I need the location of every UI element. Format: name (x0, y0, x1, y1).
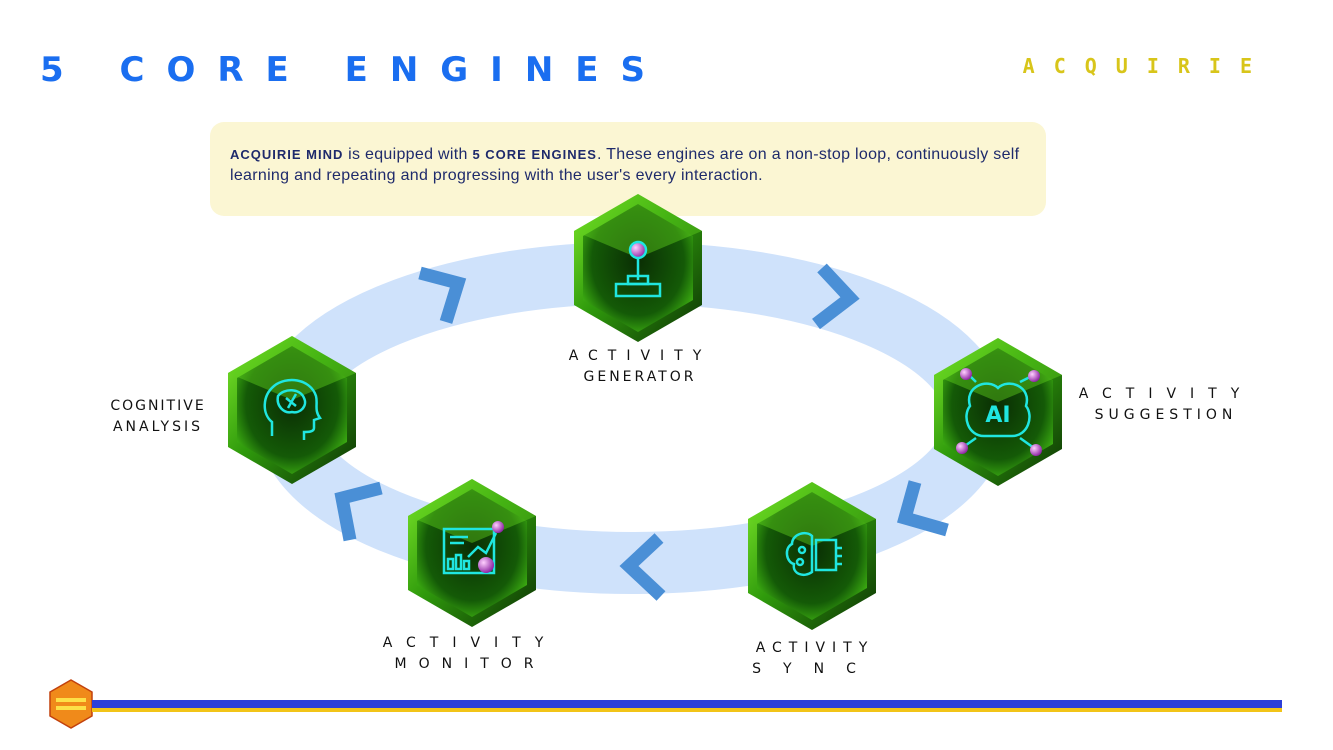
intro-highlight: 5 CORE ENGINES (472, 147, 597, 162)
footer-divider-blue (92, 700, 1282, 708)
arrow-chevron-2 (812, 263, 860, 330)
intro-text-1: is equipped with (343, 146, 473, 163)
label-activity-suggestion: ACTIVITY SUGGESTION (1076, 384, 1256, 426)
label-cognitive-analysis-line2: ANALYSIS (112, 419, 204, 435)
arrow-chevron-3 (897, 480, 949, 537)
label-cognitive-analysis: COGNITIVE ANALYSIS (96, 396, 220, 438)
label-activity-monitor-line2: MONITOR (394, 656, 546, 672)
intro-text-2: . These engines are on a non-stop loop, … (230, 146, 1020, 184)
human-head-brain-icon (263, 378, 323, 440)
label-activity-sync-line2: SYNC (752, 661, 878, 677)
brand-logo-icon (49, 679, 93, 729)
label-activity-sync-line1: ACTIVITY (755, 640, 875, 656)
engine-activity-monitor (408, 479, 536, 627)
svg-text:AI: AI (985, 403, 1010, 428)
page-title: 5 CORE ENGINES (40, 50, 667, 90)
label-activity-sync: ACTIVITY SYNC (740, 638, 890, 680)
arrow-chevron-5 (334, 481, 383, 542)
label-activity-monitor: ACTIVITY MONITOR (380, 633, 560, 675)
label-activity-generator-line1: ACTIVITY (568, 348, 712, 364)
intro-callout: ACQUIRIE MIND is equipped with 5 CORE EN… (210, 122, 1046, 216)
engine-cognitive-analysis (228, 336, 356, 484)
analytics-chart-icon (442, 527, 498, 575)
engine-activity-generator (574, 194, 702, 342)
label-activity-generator: ACTIVITY GENERATOR (560, 346, 720, 388)
brain-chip-icon (785, 532, 842, 576)
label-activity-suggestion-line1: ACTIVITY (1078, 386, 1254, 402)
arrow-chevron-1 (418, 266, 467, 324)
brand-wordmark: ACQUIRIE (1022, 54, 1271, 78)
label-activity-monitor-line1: ACTIVITY (382, 635, 558, 651)
intro-brand-name: ACQUIRIE MIND (230, 147, 344, 162)
joystick-icon (614, 240, 662, 298)
engine-activity-sync (748, 482, 876, 630)
label-activity-suggestion-line2: SUGGESTION (1094, 407, 1238, 423)
label-activity-generator-line2: GENERATOR (583, 369, 697, 385)
arrow-chevron-4 (619, 533, 666, 601)
label-cognitive-analysis-line1: COGNITIVE (110, 398, 206, 414)
footer-divider-yellow (92, 708, 1282, 712)
engine-activity-suggestion: AI (934, 338, 1062, 486)
